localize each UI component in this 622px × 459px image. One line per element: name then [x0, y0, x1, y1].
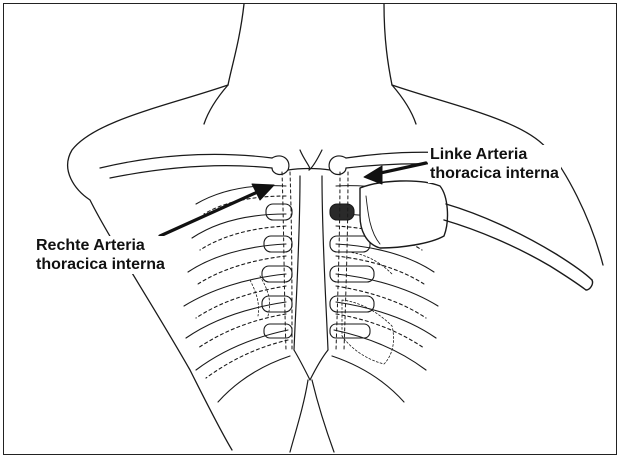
label-right-internal-thoracic-artery: Rechte Arteria thoracica interna — [34, 236, 167, 274]
label-right-line2: thoracica interna — [36, 255, 165, 274]
label-right-line1: Rechte Arteria — [36, 236, 165, 255]
internal-thoracic-arteries — [282, 172, 348, 350]
neck-outline — [228, 4, 392, 85]
label-left-line1: Linke Arteria — [430, 145, 559, 164]
ultrasound-probe — [360, 181, 593, 290]
label-left-line2: thoracica interna — [430, 164, 559, 183]
sternum — [288, 150, 334, 452]
label-left-internal-thoracic-artery: Linke Arteria thoracica interna — [428, 145, 561, 183]
arrow-left-artery-head — [364, 166, 382, 184]
